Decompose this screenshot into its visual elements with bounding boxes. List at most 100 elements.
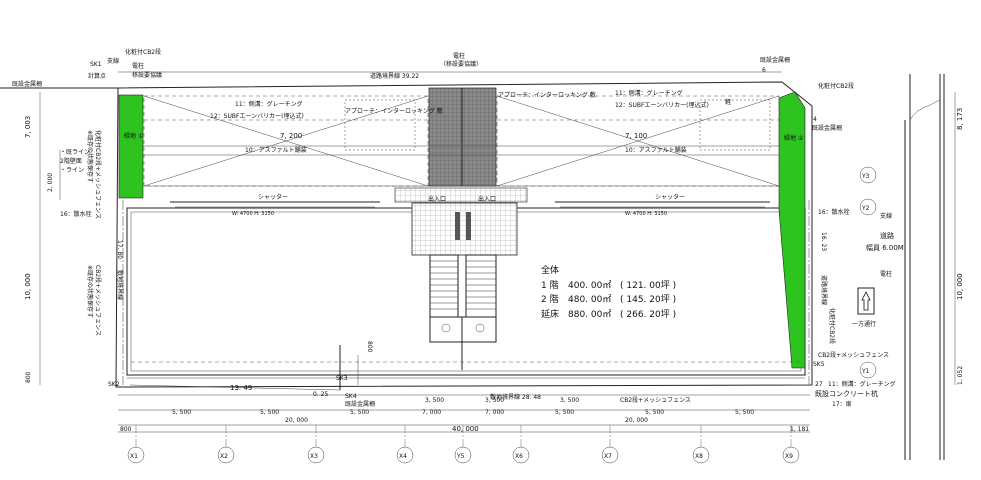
dim-top-row-1: 3, 500 — [425, 397, 444, 404]
gutter-11-right: 11：側溝：グレーチング — [615, 89, 683, 97]
kesho-cb2-right2: 化粧付CB2段 — [828, 308, 836, 344]
site-boundary — [115, 81, 813, 388]
dim-right-10000: 10, 000 — [956, 273, 964, 300]
left-note-a: ・既ライン — [60, 149, 90, 156]
grid-label-y3: Y3 — [861, 173, 870, 180]
entrance-hall — [411, 202, 518, 256]
greenery-2: 緑地 ② — [784, 134, 804, 142]
total-area: 880. 00㎡ — [568, 309, 611, 320]
road-boundary-top: 道路境界線 39.22 — [370, 72, 419, 80]
dim-20000-right: 20, 000 — [625, 417, 648, 424]
road-width: 幅員 6.00M — [866, 243, 904, 252]
one-way: 一方通行 — [852, 320, 876, 328]
kizetsu-kanzoku-right: 既設金属柵 — [812, 124, 842, 132]
grid-label-x8: X8 — [695, 453, 703, 460]
shiten-left: 支線 — [107, 57, 119, 65]
floor2-label: 2 階 — [541, 294, 559, 305]
asphalt-right: 10：アスファルト舗装 — [625, 146, 687, 154]
dim-left-800: 800 — [25, 371, 32, 383]
sk2: SK2 — [108, 381, 120, 388]
dim-0-25: 0. 25 — [313, 391, 328, 398]
sk5: SK5 — [813, 361, 825, 368]
kizetsu-kanzoku-tr: 既設金属柵 — [760, 56, 790, 64]
calc-point: 計算点 — [88, 72, 106, 80]
dim-row-1: 5, 500 — [172, 409, 191, 416]
sk4: SK4 — [345, 393, 357, 400]
point-6: 6 — [762, 67, 766, 74]
denchu-right: 電柱 — [880, 270, 892, 278]
dim-row-3: 5, 500 — [350, 409, 369, 416]
kizetsu-kanzoku-bottom: 既設金属柵 — [345, 400, 375, 408]
subf-12-right: 12：SUBFエーンバリカー(埋込式) — [615, 101, 709, 109]
kizetsu-kanzoku-left: 既設金属柵 — [12, 80, 42, 88]
road-label: 道路 — [880, 231, 894, 240]
total-label: 延床 — [541, 308, 559, 320]
point-4: 4 — [813, 116, 817, 123]
grid-label-y2: Y2 — [861, 205, 870, 212]
shutter-dim-right: W: 4700 H: 3150 — [625, 211, 667, 217]
left-vert-note1: 化粧付CB2段+メッシュフェンス — [94, 130, 102, 219]
dim-row-6: 5, 500 — [555, 409, 574, 416]
shutter-dim-left: W: 4700 H: 3150 — [232, 211, 274, 217]
dim-1181: 1, 181 — [790, 426, 809, 433]
approach-left: アプローチ：インターロッキング 敷 — [345, 107, 443, 115]
dim-left-7003: 7, 003 — [24, 116, 32, 138]
dim-row-8: 5, 500 — [735, 409, 754, 416]
greenery-left — [118, 94, 144, 199]
floor2-area: 480. 00㎡ — [568, 294, 611, 305]
dim-left-2000: 2, 000 — [47, 173, 54, 192]
fence-17: 17：扉 — [832, 400, 852, 408]
dim-top-row-2: 3, 500 — [485, 397, 504, 404]
dim-17-80: 17. 80 — [116, 240, 123, 259]
sk1-label: SK1 — [90, 61, 102, 68]
dim-7100: 7, 100 — [625, 132, 647, 140]
pole-top: 電柱 — [453, 52, 465, 60]
grid-label-x6: X6 — [515, 453, 523, 460]
grid-label-x2: X2 — [220, 453, 228, 460]
grid-label-x1: X1 — [130, 453, 138, 460]
floor2-tsubo: ( 145. 20坪 ) — [620, 294, 676, 305]
point-27: 27 — [815, 381, 823, 388]
grid-label-x3: X3 — [310, 453, 318, 460]
entrance-left: 出入口 — [428, 195, 446, 203]
gutter-11-bottom: 11：側溝：グレーチング — [828, 380, 896, 388]
dim-7200: 7, 200 — [280, 132, 302, 140]
greenery-right — [778, 91, 806, 369]
dim-13-49: 13. 49 — [230, 384, 252, 392]
grid-label-x9: X9 — [785, 453, 793, 460]
greenery-1: 緑地 ① — [124, 132, 143, 140]
grid-axes — [135, 425, 792, 447]
total-tsubo: ( 266. 20坪 ) — [620, 309, 676, 320]
boundary-left: 敷地境界線 — [116, 270, 124, 300]
dim-16-23: 16. 23 — [820, 232, 827, 251]
shutter-left: シャッター — [258, 193, 288, 201]
dim-800-bottom: 800 — [120, 426, 132, 433]
gutter-11-left: 11：側溝：グレーチング — [235, 100, 303, 108]
left-vert-note2: ※既存の状態保存す — [86, 130, 94, 183]
dim-row-2: 5, 500 — [260, 409, 279, 416]
stair-right — [465, 254, 497, 318]
floor1-label: 1 階 — [541, 280, 559, 291]
dim-20000-left: 20, 000 — [285, 417, 308, 424]
denchu-left: 電柱 — [132, 62, 144, 70]
floor1-area: 400. 00㎡ — [568, 280, 611, 291]
shutter-right: シャッター — [655, 193, 685, 201]
kei-label: 軽 — [725, 98, 731, 106]
concrete-pile: 既設コンクリート杭 — [815, 389, 878, 398]
left-vert-note3: CB2段+メッシュフェンス — [94, 265, 102, 336]
boundary-right: 道路境界線 — [820, 275, 828, 305]
left-note-c: ・ライン — [60, 167, 84, 174]
summary-title: 全体 — [541, 264, 559, 276]
kesho-cb2-top: 化粧付CB2段 — [125, 48, 161, 56]
cb2-mesh-bottom: CB2段+メッシュフェンス — [620, 396, 691, 404]
dim-left-10000: 10, 000 — [24, 273, 32, 300]
left-note-b: 2階壁面 — [60, 157, 82, 165]
stair-left — [429, 254, 459, 318]
entrance-right: 出入口 — [478, 195, 496, 203]
sk3: SK3 — [336, 375, 348, 382]
cb2-mesh-right: CB2段+メッシュフェンス — [818, 351, 889, 359]
dim-row-7: 5, 500 — [645, 409, 664, 416]
dim-row-4: 7, 000 — [422, 409, 441, 416]
dim-row-5: 7, 000 — [485, 409, 504, 416]
